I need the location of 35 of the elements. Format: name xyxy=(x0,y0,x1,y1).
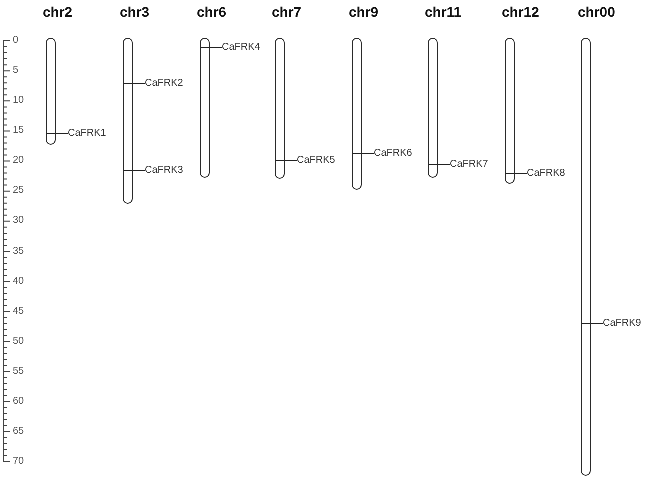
chromosome-name: chr00 xyxy=(578,4,616,20)
gene-label: CaFRK7 xyxy=(450,159,488,171)
chromosome-name: chr9 xyxy=(349,4,379,20)
axis-tick-label: 70 xyxy=(13,456,24,468)
axis-tick-label: 45 xyxy=(13,306,24,318)
leader-line xyxy=(428,164,450,166)
axis-tick-label: 35 xyxy=(13,246,24,258)
gene-label: CaFRK9 xyxy=(603,318,642,330)
gene-label: CaFRK1 xyxy=(68,128,106,140)
leader-line xyxy=(122,170,146,172)
axis-tick-label: 15 xyxy=(13,125,24,138)
axis-tick-label: 25 xyxy=(13,185,24,198)
gene-label: CaFRK6 xyxy=(374,148,412,160)
axis-tick-label: 5 xyxy=(13,65,19,78)
chromosome-name: chr3 xyxy=(120,4,150,20)
chromosome-name: chr6 xyxy=(197,4,227,20)
axis-tick-label: 60 xyxy=(13,396,24,408)
chromosome-name: chr12 xyxy=(502,4,540,20)
chromosome-name: chr2 xyxy=(43,4,73,20)
leader-line xyxy=(274,160,298,162)
gene-label: CaFRK8 xyxy=(527,168,566,180)
axis-tick-label: 50 xyxy=(13,336,24,348)
gene-label: CaFRK4 xyxy=(222,42,260,54)
axis-tick-label: 0 xyxy=(13,35,19,47)
axis-tick-label: 65 xyxy=(13,426,24,438)
axis-tick-label: 40 xyxy=(13,276,24,288)
gene-label: CaFRK2 xyxy=(145,78,184,90)
gene-label: CaFRK3 xyxy=(145,165,184,177)
axis-tick-label: 10 xyxy=(13,95,24,108)
chromosome-name: chr7 xyxy=(272,4,302,20)
gene-label: CaFRK5 xyxy=(297,155,336,167)
axis-tick-label: 55 xyxy=(13,366,24,378)
chromosome-name: chr11 xyxy=(425,4,462,20)
axis-tick-label: 20 xyxy=(13,155,24,168)
axis-tick-label: 30 xyxy=(13,215,24,228)
